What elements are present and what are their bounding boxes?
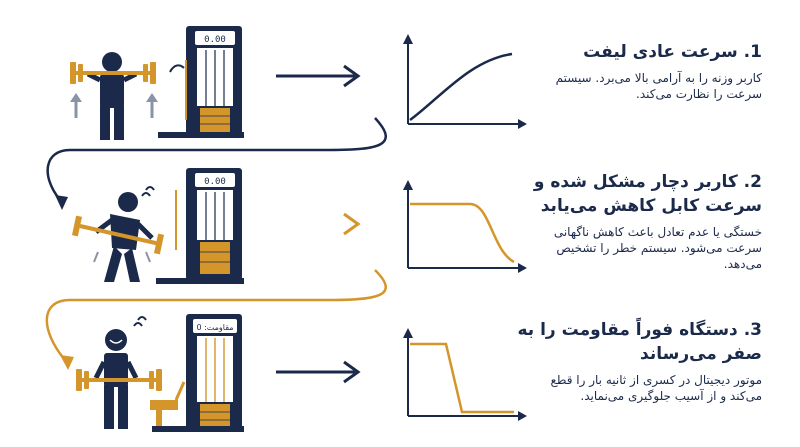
step-2-description: خستگی یا عدم تعادل باعث کاهش ناگهانی سرع…: [553, 225, 762, 271]
machine-display: [195, 173, 235, 187]
step3-graph: [403, 328, 527, 421]
step-3-title: 3. دستگاه فوراً مقاومت را به صفر می‌رسان…: [517, 320, 762, 364]
step-2-text: 2. کاربر دچار مشکل شده و سرعت کابل کاهش …: [517, 170, 762, 272]
step-3-text: 3. دستگاه فوراً مقاومت را به صفر می‌رسان…: [517, 318, 762, 404]
machine-display: [193, 319, 237, 333]
weight-stack: [200, 404, 230, 426]
step2-arrow: [276, 212, 361, 236]
step1-arrow: [276, 64, 361, 88]
machine-display-text: 0.00: [204, 35, 226, 45]
person-head: [105, 329, 127, 351]
step-1-description: کاربر وزنه را به آرامی بالا می‌برد. سیست…: [555, 71, 762, 101]
step-1-text: 1. سرعت عادی لیفت کاربر وزنه را به آرامی…: [517, 40, 762, 102]
machine-display-text: مقاومت: 0: [196, 323, 233, 332]
person-head: [102, 52, 122, 72]
barbell-bar: [72, 71, 156, 75]
rising-curve: [409, 52, 513, 122]
weight-stack: [200, 242, 230, 274]
step2-graph: [403, 180, 527, 273]
connector-arrow-1: [55, 195, 68, 210]
step3-illustration: مقاومت: 0: [76, 314, 244, 432]
connector-curve-2: [45, 269, 387, 361]
barbell-bar: [78, 378, 160, 382]
connector-curve-1: [46, 117, 387, 201]
barbell-bar: [79, 224, 161, 246]
step-3-description: موتور دیجیتال در کسری از ثانیه بار را قط…: [550, 373, 763, 403]
person-head: [118, 192, 138, 212]
bench: [150, 400, 178, 410]
step-2-title: 2. کاربر دچار مشکل شده و سرعت کابل کاهش …: [533, 172, 762, 216]
weight-stack: [200, 108, 230, 132]
machine-display: [195, 31, 235, 45]
step2-illustration: 0.00: [71, 168, 244, 284]
person-body: [100, 74, 124, 108]
step-1-title: 1. سرعت عادی لیفت: [583, 42, 762, 62]
step1-graph: [403, 34, 527, 129]
step3-arrow: [276, 360, 361, 384]
sharp-drop-curve: [410, 342, 514, 414]
step1-illustration: 0.00: [70, 26, 244, 140]
gradual-drop-curve: [410, 202, 515, 264]
machine-display-text: 0.00: [204, 177, 226, 187]
connector-arrow-2: [60, 355, 74, 370]
